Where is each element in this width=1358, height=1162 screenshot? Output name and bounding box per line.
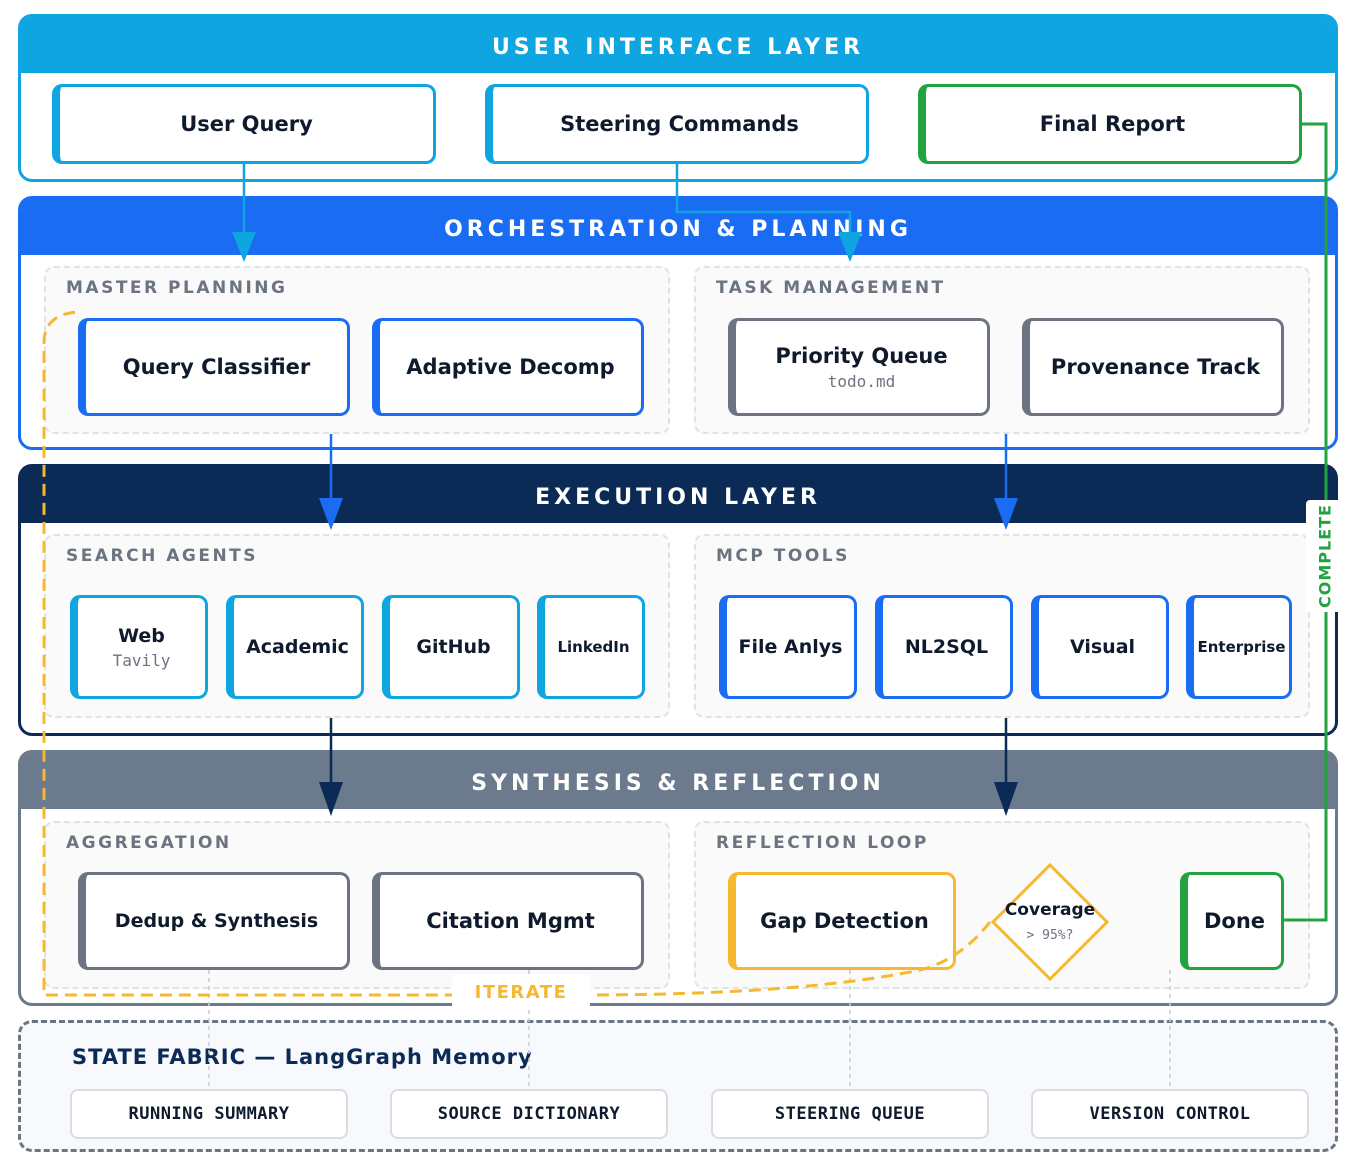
state-item-steering-queue[interactable]: STEERING QUEUE xyxy=(711,1089,989,1139)
search-agents-title: SEARCH AGENTS xyxy=(66,546,259,566)
state-item-running-summary[interactable]: RUNNING SUMMARY xyxy=(70,1089,348,1139)
academic-agent-node[interactable]: Academic xyxy=(226,595,364,699)
web-agent-provider: Tavily xyxy=(112,650,171,670)
master-planning-title: MASTER PLANNING xyxy=(66,278,288,298)
orchestration-layer-header: ORCHESTRATION & PLANNING xyxy=(21,199,1335,255)
state-item-source-dictionary[interactable]: SOURCE DICTIONARY xyxy=(390,1089,668,1139)
adaptive-decomp-node[interactable]: Adaptive Decomp xyxy=(372,318,644,416)
execution-layer-title: EXECUTION LAYER xyxy=(535,485,821,510)
user-query-node[interactable]: User Query xyxy=(52,84,436,164)
query-classifier-node[interactable]: Query Classifier xyxy=(78,318,350,416)
state-item-version-control[interactable]: VERSION CONTROL xyxy=(1031,1089,1309,1139)
coverage-diamond-shape xyxy=(990,862,1110,982)
mcp-tools-title: MCP TOOLS xyxy=(716,546,850,566)
ui-layer-header: USER INTERFACE LAYER xyxy=(21,17,1335,73)
synthesis-layer-header: SYNTHESIS & REFLECTION xyxy=(21,753,1335,809)
web-agent-node[interactable]: Web Tavily xyxy=(70,595,208,699)
aggregation-title: AGGREGATION xyxy=(66,833,232,853)
provenance-track-node[interactable]: Provenance Track xyxy=(1022,318,1284,416)
coverage-label: Coverage xyxy=(1004,900,1096,920)
priority-queue-file: todo.md xyxy=(827,371,896,391)
linkedin-agent-node[interactable]: LinkedIn xyxy=(537,595,645,699)
coverage-threshold: > 95%? xyxy=(1026,928,1074,943)
nl2sql-tool-node[interactable]: NL2SQL xyxy=(875,595,1013,699)
orchestration-layer-title: ORCHESTRATION & PLANNING xyxy=(444,217,912,242)
steering-commands-node[interactable]: Steering Commands xyxy=(485,84,869,164)
priority-queue-node[interactable]: Priority Queue todo.md xyxy=(728,318,990,416)
final-report-node[interactable]: Final Report xyxy=(918,84,1302,164)
task-management-title: TASK MANAGEMENT xyxy=(716,278,946,298)
iterate-label: ITERATE xyxy=(452,974,590,1010)
enterprise-tool-node[interactable]: Enterprise xyxy=(1186,595,1292,699)
synthesis-layer-title: SYNTHESIS & REFLECTION xyxy=(471,771,885,796)
file-anlys-tool-node[interactable]: File Anlys xyxy=(719,595,857,699)
complete-label: COMPLETE xyxy=(1306,500,1344,612)
github-agent-node[interactable]: GitHub xyxy=(382,595,520,699)
coverage-decision[interactable]: Coverage > 95%? xyxy=(990,862,1110,982)
visual-tool-node[interactable]: Visual xyxy=(1031,595,1169,699)
state-fabric-title: STATE FABRIC — LangGraph Memory xyxy=(72,1045,533,1069)
ui-layer-title: USER INTERFACE LAYER xyxy=(491,35,865,60)
execution-layer-header: EXECUTION LAYER xyxy=(21,467,1335,523)
done-node[interactable]: Done xyxy=(1180,872,1284,970)
citation-mgmt-node[interactable]: Citation Mgmt xyxy=(372,872,644,970)
reflection-loop-title: REFLECTION LOOP xyxy=(716,833,929,853)
gap-detection-node[interactable]: Gap Detection xyxy=(728,872,956,970)
dedup-synthesis-node[interactable]: Dedup & Synthesis xyxy=(78,872,350,970)
